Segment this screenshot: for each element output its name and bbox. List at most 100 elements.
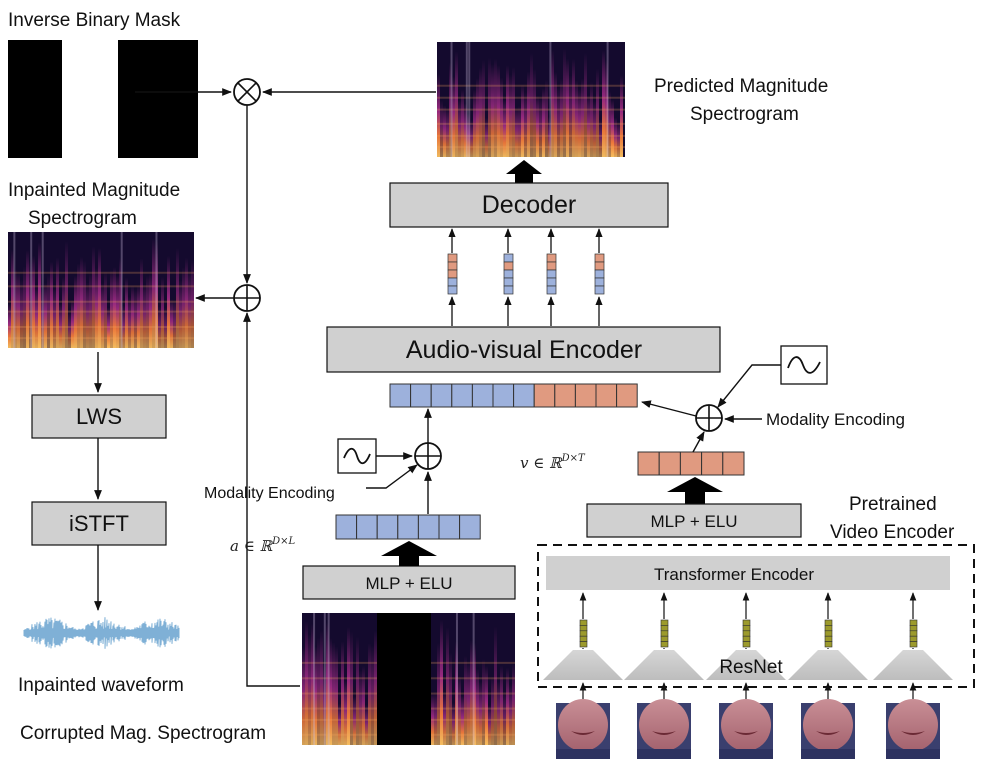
spectrogram-column bbox=[11, 249, 14, 348]
spectrogram-column bbox=[362, 665, 365, 745]
spectrogram-onset bbox=[472, 613, 475, 745]
spectrogram-column bbox=[71, 300, 74, 348]
spectrogram-column bbox=[125, 277, 128, 348]
sine-wave-icon bbox=[787, 356, 821, 374]
spectrogram-column bbox=[497, 65, 500, 157]
frame-feature-cell bbox=[909, 625, 918, 632]
decoder-token-cell bbox=[503, 261, 514, 271]
frame-feature-cell bbox=[742, 635, 751, 642]
concat-token bbox=[574, 383, 597, 408]
inpainted-spectrogram-label-line2: Spectrogram bbox=[28, 208, 137, 229]
video-token bbox=[701, 451, 724, 476]
decoder-token-cell bbox=[546, 253, 557, 263]
audio-dim-math: a ∈ ℝD×L bbox=[230, 536, 295, 555]
sine-wave-icon bbox=[343, 447, 371, 465]
decoder-block bbox=[389, 182, 669, 228]
spectrogram-column bbox=[470, 640, 473, 745]
decoder-token-cell bbox=[594, 261, 605, 271]
concat-token bbox=[492, 383, 515, 408]
face-frame-icon bbox=[556, 699, 610, 759]
istft-block bbox=[31, 501, 167, 546]
spectrogram-column bbox=[449, 62, 452, 158]
decoder-token-cell bbox=[503, 285, 514, 295]
transformer-encoder-block bbox=[546, 556, 950, 590]
spectrogram-column bbox=[182, 267, 185, 348]
frame-feature-cell bbox=[579, 625, 588, 632]
video-mlp-label: MLP + ELU bbox=[650, 512, 737, 531]
spectrogram-column bbox=[188, 270, 191, 348]
frame-feature-cell bbox=[909, 635, 918, 642]
spectrogram-column bbox=[479, 67, 482, 157]
frame-feature-cell bbox=[660, 635, 669, 642]
multiply-icon bbox=[233, 78, 261, 106]
av-encoder-label: Audio-visual Encoder bbox=[406, 336, 642, 364]
spectrogram-column bbox=[452, 702, 455, 745]
concat-token bbox=[430, 383, 453, 408]
spectrogram-column bbox=[491, 64, 494, 157]
av-encoder-block bbox=[326, 326, 721, 373]
spectrogram-column bbox=[98, 248, 101, 348]
spectrogram-column bbox=[611, 99, 614, 157]
sine-wave-icon bbox=[780, 345, 828, 385]
spectrogram-column bbox=[65, 241, 68, 348]
frame-feature-cell bbox=[660, 619, 669, 626]
decoder-token-cell bbox=[594, 253, 605, 263]
spectrogram-column bbox=[170, 299, 173, 348]
spectrogram-column bbox=[497, 681, 500, 745]
spectrogram-column bbox=[29, 260, 32, 348]
pretrained-label-line2: Video Encoder bbox=[830, 522, 955, 543]
spectrogram-column bbox=[494, 626, 497, 745]
spectrogram-column bbox=[584, 52, 587, 157]
spectrogram-column bbox=[512, 66, 515, 157]
audio-token bbox=[438, 514, 461, 540]
spectrogram-column bbox=[500, 665, 503, 745]
add-icon bbox=[233, 284, 261, 312]
audio-token-sequence bbox=[335, 514, 481, 540]
spectrogram-column bbox=[122, 305, 125, 348]
audio-token bbox=[376, 514, 399, 540]
spectrogram-harmonic bbox=[437, 108, 625, 111]
spectrogram-onset bbox=[120, 232, 123, 348]
spectrogram-column bbox=[62, 276, 65, 348]
spectrogram-harmonic bbox=[437, 84, 625, 87]
lws-block bbox=[31, 394, 167, 439]
spectrogram-column bbox=[113, 267, 116, 348]
spectrogram-column bbox=[587, 95, 590, 157]
decoder-token-cell bbox=[594, 285, 605, 295]
frame-feature-cell bbox=[824, 635, 833, 642]
spectrogram-column bbox=[539, 96, 542, 157]
spectrogram-column bbox=[449, 652, 452, 745]
spectrogram-column bbox=[74, 275, 77, 348]
spectrogram-column bbox=[548, 116, 551, 157]
spectrogram-column bbox=[80, 256, 83, 348]
spectrogram-column bbox=[44, 282, 47, 348]
spectrogram-column bbox=[137, 285, 140, 348]
spectrogram-harmonic bbox=[8, 300, 194, 303]
spectrogram-column bbox=[86, 282, 89, 348]
decoder-token-cell bbox=[546, 261, 557, 271]
transformer-encoder-label: Transformer Encoder bbox=[654, 565, 814, 584]
spectrogram-column bbox=[68, 312, 71, 348]
spectrogram-column bbox=[482, 658, 485, 745]
spectrogram-harmonic bbox=[8, 310, 194, 313]
spectrogram-column bbox=[563, 48, 566, 157]
spectrogram-column bbox=[464, 103, 467, 157]
spectrogram-column bbox=[101, 282, 104, 348]
spectrogram-column bbox=[107, 307, 110, 348]
spectrogram-column bbox=[311, 623, 314, 745]
spectrogram-column bbox=[350, 631, 353, 745]
decoder-token-cell bbox=[546, 269, 557, 279]
decoder-token-cell bbox=[447, 269, 458, 279]
spectrogram-column bbox=[329, 638, 332, 745]
spectrogram-onset bbox=[606, 42, 609, 157]
spectrogram-column bbox=[491, 676, 494, 745]
inverse-mask-label: Inverse Binary Mask bbox=[8, 10, 181, 31]
lws-label: LWS bbox=[76, 404, 122, 429]
spectrogram-column bbox=[572, 58, 575, 157]
spectrogram-column bbox=[77, 263, 80, 348]
frame-feature-cell bbox=[742, 625, 751, 632]
concat-token bbox=[410, 383, 432, 408]
audio-mlp-label: MLP + ELU bbox=[365, 574, 452, 593]
spectrogram-column bbox=[440, 100, 443, 157]
